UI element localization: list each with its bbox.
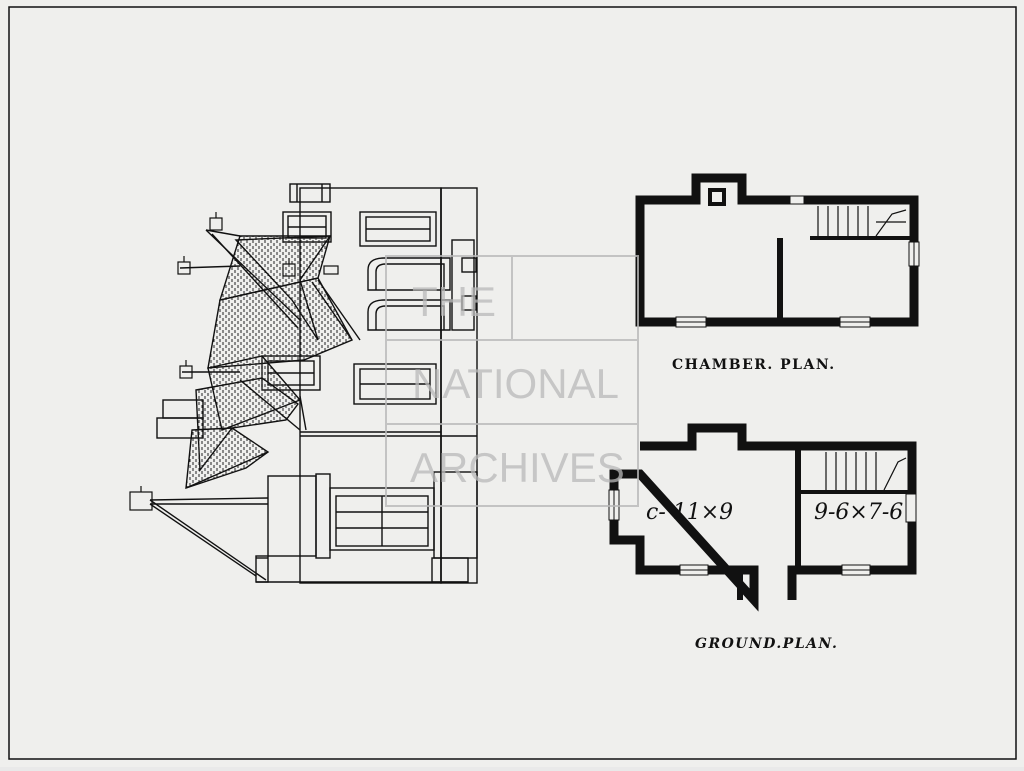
arched-window-2 xyxy=(367,299,451,331)
chimney-top xyxy=(289,183,331,203)
finials xyxy=(129,212,339,511)
sheet-border xyxy=(8,6,1017,760)
dimension-right-room: 9-6×7-6 xyxy=(814,500,904,525)
porch-block xyxy=(267,475,317,557)
arched-window-1 xyxy=(367,257,451,291)
chamber-plan-label: CHAMBER. PLAN. xyxy=(672,357,836,373)
roof-lower xyxy=(185,427,270,490)
ground-plan-label: GROUND.PLAN. xyxy=(695,636,839,652)
end-wall xyxy=(440,187,478,584)
cottage-elevation xyxy=(129,183,478,584)
upper-window-2 xyxy=(359,211,437,247)
chamber-plan xyxy=(635,173,920,328)
dimension-left-room: c- 11×9 xyxy=(646,500,734,525)
